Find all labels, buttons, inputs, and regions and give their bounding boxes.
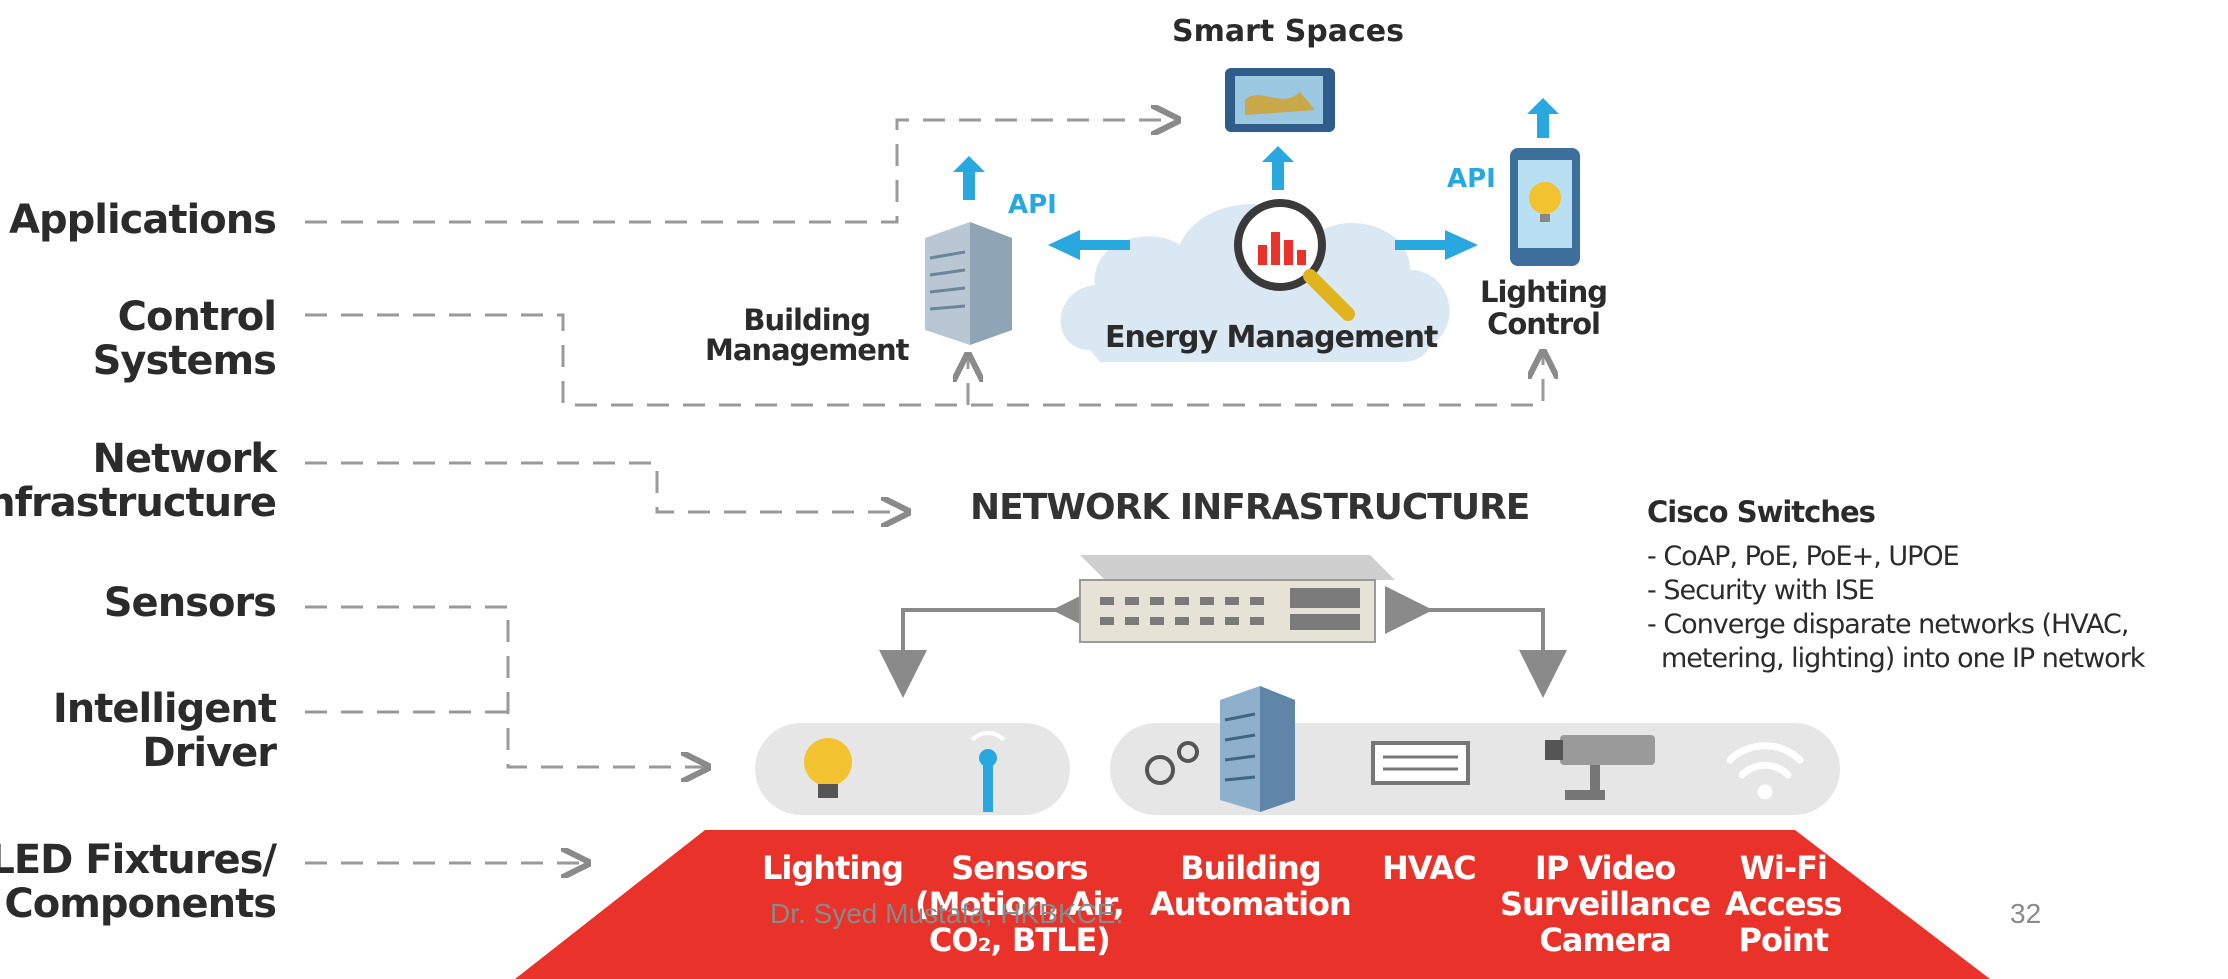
building-icon (925, 222, 1012, 345)
network-connector (305, 461, 905, 512)
smart-spaces-label: Smart Spaces (1172, 14, 1405, 49)
wifi-icon (1726, 742, 1804, 800)
switch-right-arrow (1385, 586, 1567, 698)
cisco-switches-list: - CoAP, PoE, PoE+, UPOE - Security with … (1647, 540, 2145, 676)
cisco-item: - Converge disparate networks (HVAC, (1647, 609, 2129, 640)
sensor-icon (970, 731, 1006, 812)
control-connector (305, 313, 1543, 407)
level-applications: Applications (9, 197, 277, 243)
component-lighting: Lighting (762, 849, 904, 887)
tablet-icon (1225, 68, 1335, 132)
applications-connector (305, 120, 1175, 224)
camera-icon (1545, 735, 1655, 800)
bulb-icon (804, 738, 852, 798)
api-label-left: API (1008, 190, 1057, 220)
cisco-item: metering, lighting) into one IP network (1661, 643, 2145, 674)
device-bar-right (1110, 723, 1840, 815)
api-label-right: API (1447, 164, 1496, 194)
level-network-infrastructure: Network Infrastructure (0, 436, 277, 526)
magnifier-chart-icon (1234, 199, 1355, 321)
components-band (515, 830, 1990, 979)
energy-management-label: Energy Management (1105, 320, 1438, 355)
building-management-label: Building Management (705, 303, 909, 367)
sensors-connector (305, 605, 705, 767)
cisco-switches-title: Cisco Switches (1647, 495, 1876, 529)
network-infrastructure-title: NETWORK INFRASTRUCTURE (970, 487, 1530, 528)
component-building-automation: Building Automation (1150, 849, 1352, 923)
component-hvac: HVAC (1382, 849, 1477, 887)
network-switch-icon (1079, 555, 1395, 643)
automation-building-icon (1220, 686, 1295, 812)
level-led-fixtures: LED Fixtures/ Components (0, 837, 277, 927)
level-intelligent-driver: Intelligent Driver (52, 686, 277, 776)
lighting-control-label: Lighting Control (1480, 275, 1608, 341)
cisco-item: - CoAP, PoE, PoE+, UPOE (1647, 541, 1960, 572)
switch-left-arrow (879, 586, 1100, 698)
hvac-icon (1371, 741, 1470, 785)
level-sensors: Sensors (103, 580, 277, 626)
component-sensors: Sensors (Motion, Air, CO₂, BTLE) (915, 849, 1125, 959)
phone-icon (1510, 148, 1580, 266)
component-ip-video: IP Video Surveillance Camera (1500, 849, 1711, 959)
gears-icon (1145, 741, 1199, 785)
device-bar-left (755, 723, 1070, 815)
footer-author: Dr. Syed Mustafa, HKBKCE. (770, 898, 1124, 929)
cisco-item: - Security with ISE (1647, 575, 1875, 606)
component-wifi: Wi-Fi Access Point (1725, 849, 1842, 959)
level-control-systems: Control Systems (92, 294, 277, 384)
page-number: 32 (2010, 898, 2042, 929)
